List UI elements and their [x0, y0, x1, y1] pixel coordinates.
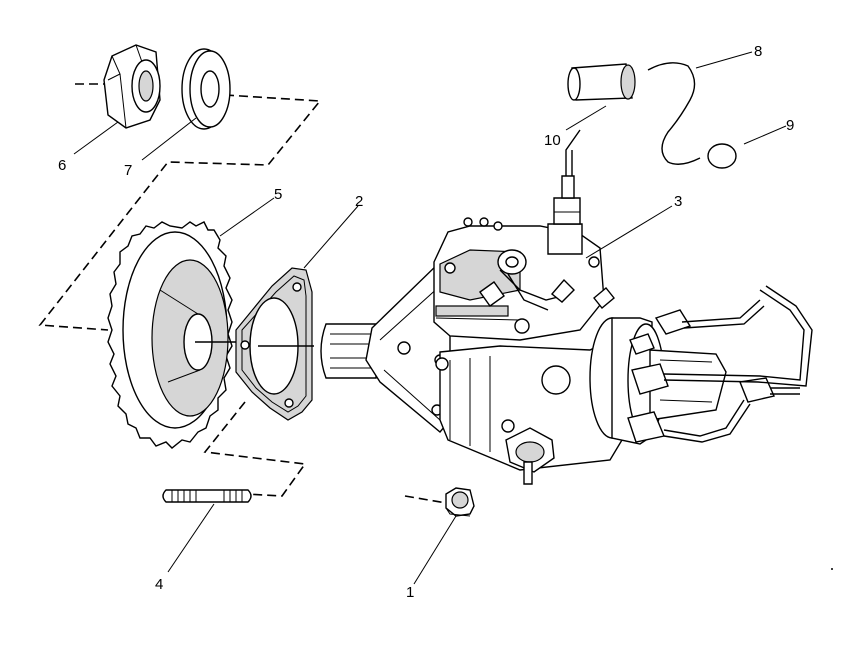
callout-8: 8	[754, 43, 762, 60]
callout-2: 2	[355, 193, 363, 210]
assembly-guide-lines	[38, 83, 453, 505]
flange-nut	[445, 487, 475, 517]
fuel-lines	[565, 129, 813, 443]
callout-5: 5	[274, 186, 282, 203]
stray-dot	[831, 568, 833, 570]
hex-nut	[103, 44, 161, 129]
callout-7: 7	[124, 162, 132, 179]
callout-4: 4	[155, 576, 163, 593]
gasket	[235, 267, 313, 421]
leader-lines	[73, 51, 787, 585]
callout-6: 6	[58, 157, 66, 174]
injection-pump	[320, 175, 775, 485]
callout-labels: 1 2 3 4 5 6 7 8 9 10	[58, 43, 794, 601]
sleeve	[567, 63, 636, 101]
callout-1: 1	[406, 584, 414, 601]
drive-gear	[107, 221, 233, 449]
callout-3: 3	[674, 193, 682, 210]
washer	[181, 48, 231, 130]
lead-seal	[707, 143, 737, 169]
seal-wire	[647, 62, 701, 165]
callout-9: 9	[786, 117, 794, 134]
callout-10: 10	[544, 132, 561, 149]
stud	[162, 489, 252, 503]
